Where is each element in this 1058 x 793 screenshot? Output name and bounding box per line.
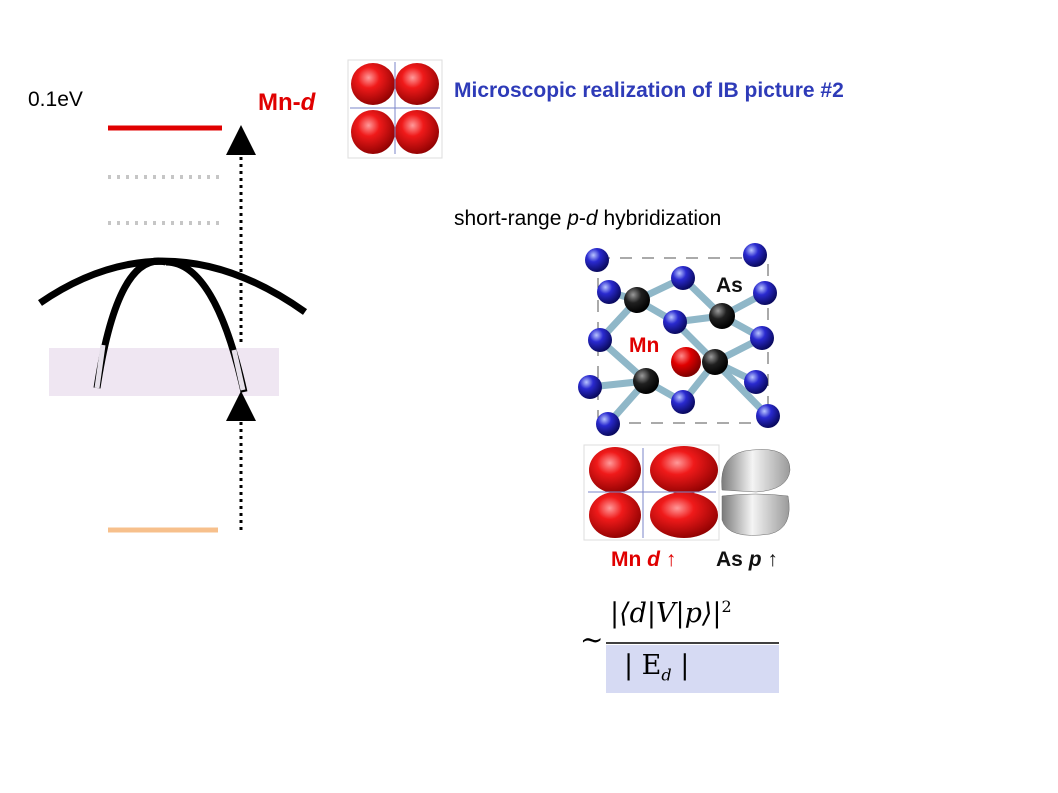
as-p-spin-label: As p ↑ [716, 548, 778, 572]
mn-d-orbital-large [583, 444, 720, 541]
mn-d-orbital-icon [347, 59, 443, 159]
subtitle-before: short-range [454, 207, 568, 230]
as-p-spin-arrow: ↑ [761, 548, 778, 571]
subtitle-after: hybridization [597, 207, 722, 230]
crystal-structure [578, 243, 780, 436]
slide-title: Microscopic realization of IB picture #2 [454, 79, 844, 102]
formula-denominator-shade [606, 645, 779, 693]
formula-exponent: 2 [721, 597, 732, 616]
formula-tilde: ~ [580, 623, 604, 656]
mn-atom-label: Mn [629, 334, 660, 357]
formula-denominator-right: | [671, 650, 690, 681]
as-p-spin-italic: p [748, 548, 762, 571]
as-p-orbital [721, 449, 791, 536]
subtitle-d: d [585, 207, 598, 230]
hybridization-subtitle: short-range p-d hybridization [454, 207, 721, 231]
mn-d-spin-label: Mn d ↑ [611, 548, 676, 572]
mn-d-spin-prefix: Mn [611, 548, 648, 571]
as-atom-label: As [716, 274, 743, 297]
formula-numerator: |⟨d|V|p⟩|2 [610, 597, 732, 629]
subtitle-dash: - [578, 207, 586, 230]
mn-d-level-label: Mn-d [258, 89, 315, 117]
mn-d-label-prefix: Mn- [258, 89, 301, 116]
mn-d-spin-arrow: ↑ [659, 548, 677, 571]
mn-d-label-italic: d [300, 89, 316, 116]
formula-matrix-element: |⟨d|V|p⟩| [610, 598, 722, 629]
light-band-fade-right [231, 349, 246, 391]
energy-scale-label: 0.1eV [28, 88, 83, 111]
as-p-spin-prefix: As [716, 548, 749, 571]
light-band-fade-left [94, 344, 106, 389]
mn-atom [671, 347, 701, 377]
formula-denominator-sub: d [661, 665, 672, 685]
subtitle-p: p [567, 207, 579, 230]
formula-denominator: | Ed | [624, 650, 689, 684]
heavy-band-curve [38, 257, 308, 315]
formula-denominator-left: | E [624, 650, 662, 681]
mn-d-spin-italic: d [647, 548, 660, 571]
